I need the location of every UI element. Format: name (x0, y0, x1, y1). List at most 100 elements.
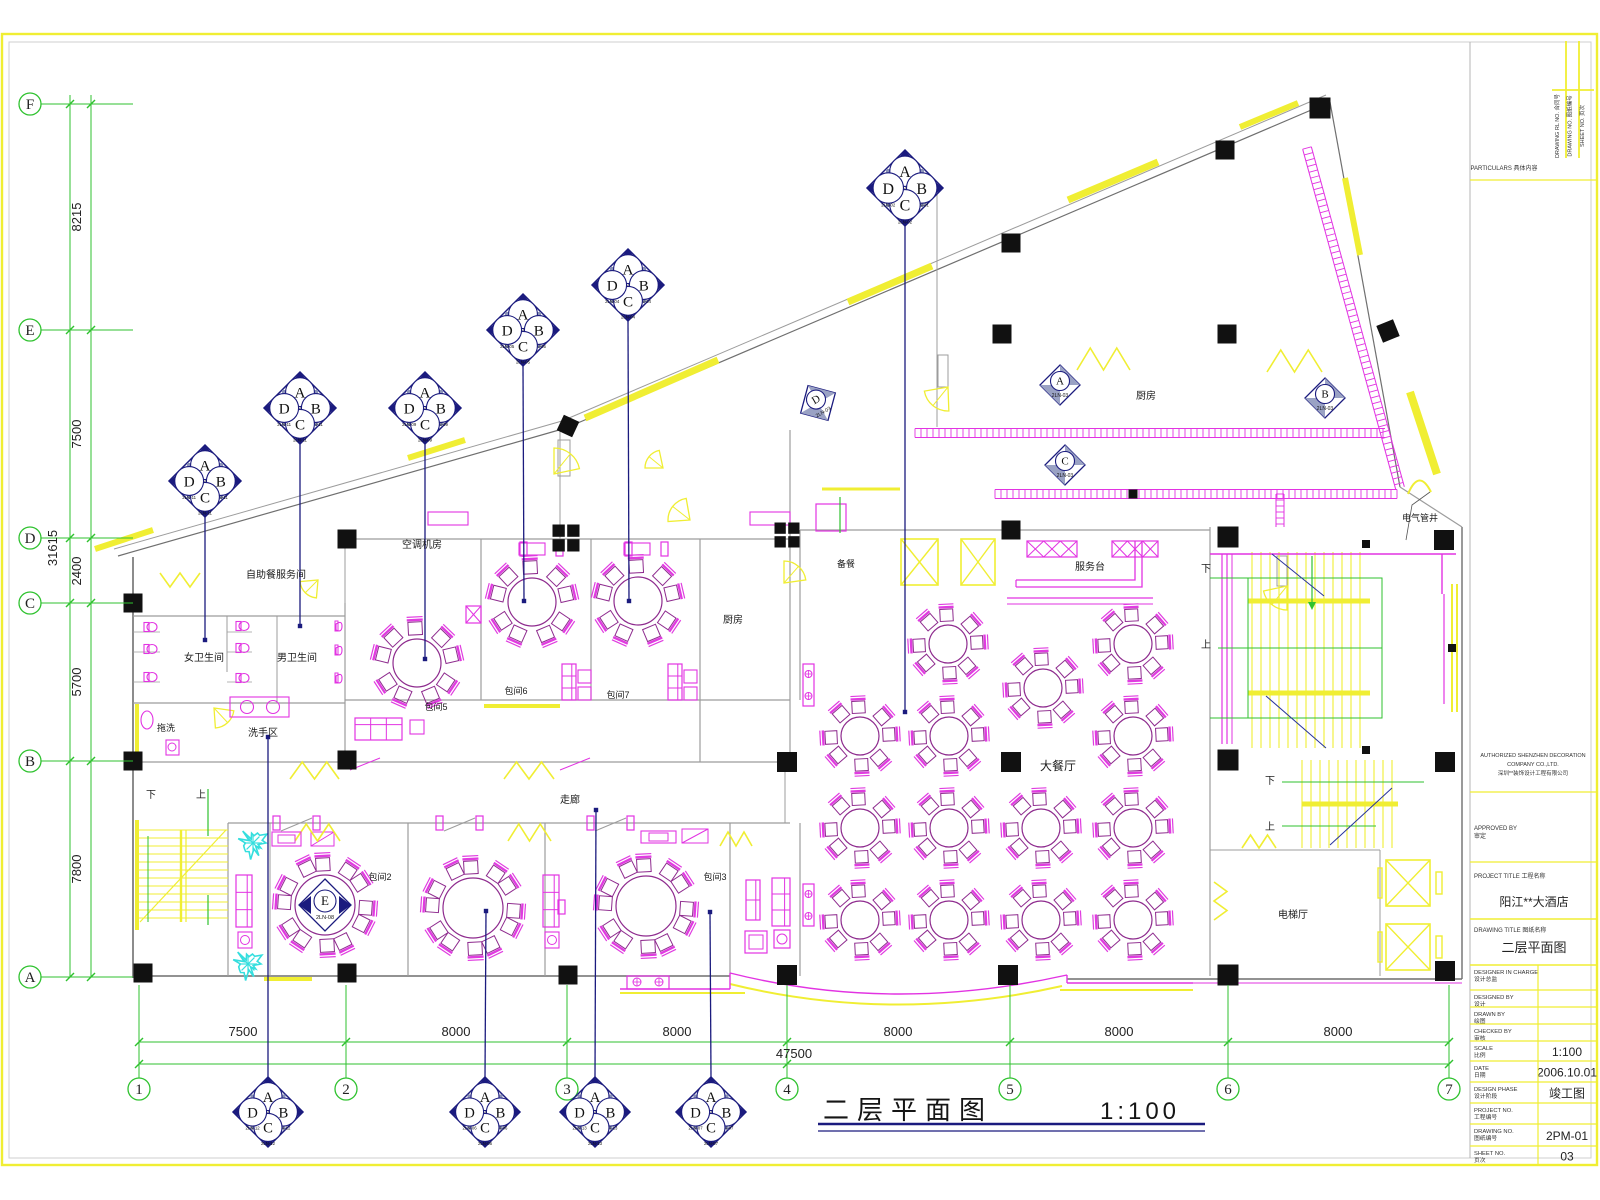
column (992, 324, 1012, 344)
chair (1035, 942, 1051, 961)
chair-back (601, 563, 616, 576)
tb-row-label-cn: 日期 (1474, 1072, 1486, 1079)
chair-back-2 (1157, 887, 1169, 900)
console-inner (648, 832, 669, 842)
chair-back (406, 618, 423, 622)
ladder-rung (1343, 296, 1353, 301)
room-label: 包间5 (424, 701, 447, 712)
marker-leader (709, 911, 712, 1078)
grid-bubble (1216, 1077, 1240, 1101)
chair-back (1012, 654, 1026, 667)
chair-seat (1101, 653, 1121, 673)
chair-back (970, 705, 983, 719)
chair-back (850, 881, 866, 885)
chair (358, 899, 379, 917)
chair-back-2 (913, 848, 925, 861)
stair-outline-green (1247, 577, 1383, 719)
chair-seat (427, 879, 447, 900)
chair-back (693, 901, 697, 918)
chair (314, 851, 331, 872)
chair-seat (429, 920, 449, 941)
chair-back-2 (680, 582, 686, 599)
chair-seat (882, 727, 896, 742)
chair-back-2 (488, 950, 504, 959)
round-table (819, 879, 901, 961)
grid-bubble (18, 591, 42, 615)
chair-back (1094, 638, 1098, 654)
chair-back (821, 822, 825, 838)
grid-bubble (127, 1077, 151, 1101)
chair-back (1150, 941, 1164, 954)
tip (623, 1106, 630, 1118)
x-rack-diag (1111, 540, 1128, 558)
chair-seat (374, 645, 392, 664)
tb-row-label-en: DESIGN PHASE (1474, 1087, 1518, 1093)
chair-back (943, 771, 959, 775)
round-table (819, 695, 901, 777)
console (271, 831, 302, 847)
chair-back (640, 953, 657, 957)
chair-seat (851, 792, 866, 806)
column-cross (774, 522, 786, 534)
chair-seat (522, 560, 539, 575)
dim-text-left: 31615 (45, 530, 60, 566)
marker-leader-dot (707, 909, 713, 915)
ladder-rung (1378, 424, 1388, 428)
marker-code: 2LN-11 (214, 495, 228, 500)
chair (824, 837, 848, 861)
chair-back (612, 636, 629, 645)
chair-seat (943, 942, 958, 956)
chair-back-2 (565, 620, 576, 635)
chair-seat (1127, 942, 1142, 956)
chair-back (646, 636, 663, 645)
chair-back (1010, 886, 1024, 899)
dim-tick (65, 756, 75, 766)
marker-circle (565, 1097, 595, 1127)
marker-code: 2LN-05 (500, 344, 515, 349)
chair (349, 869, 374, 893)
chair (494, 562, 519, 587)
chair-back (918, 702, 932, 715)
column (1001, 233, 1021, 253)
chair-back-2 (916, 792, 929, 804)
chair-back-2 (1000, 822, 1003, 838)
tb-row-label-cn: 比例 (1474, 1051, 1486, 1059)
door-frame-m (660, 541, 669, 557)
chair (1053, 795, 1077, 819)
grid-bubble-label: E (25, 323, 34, 339)
room-label: 电梯厅 (1278, 908, 1308, 921)
round-table (1092, 787, 1174, 869)
marker-circle (313, 889, 337, 913)
column (133, 963, 153, 983)
tip (199, 445, 211, 453)
chair-seat (961, 707, 981, 727)
chair-back-2 (1171, 634, 1174, 650)
chair-back (276, 875, 286, 891)
grid-bubble-label: 6 (1224, 1082, 1232, 1098)
chair (1050, 840, 1074, 864)
marker-leader (484, 910, 487, 1078)
column-cross (552, 539, 565, 552)
chair-back (520, 903, 524, 920)
chair-back-2 (271, 893, 275, 910)
marker-leader-dot (521, 598, 527, 604)
grid-bubble (775, 1077, 799, 1101)
dim-text-bottom: 8000 (663, 1024, 692, 1039)
chair-back (1099, 845, 1112, 859)
chair-back-2 (1092, 914, 1095, 930)
tip (294, 436, 306, 444)
tb-row-label-cn: 图纸编号 (1474, 1134, 1497, 1142)
chair-back-2 (850, 787, 866, 790)
chair-back-2 (854, 866, 870, 869)
chair (913, 929, 937, 953)
console-diag (681, 828, 709, 844)
tip (296, 1106, 303, 1118)
chair (641, 623, 664, 648)
chair-seat (940, 700, 955, 714)
room-label: 女卫生间 (184, 651, 224, 664)
chair-seat (957, 656, 977, 676)
chair-back (1154, 889, 1167, 903)
chair-seat (281, 917, 301, 938)
chair-seat (869, 840, 889, 860)
